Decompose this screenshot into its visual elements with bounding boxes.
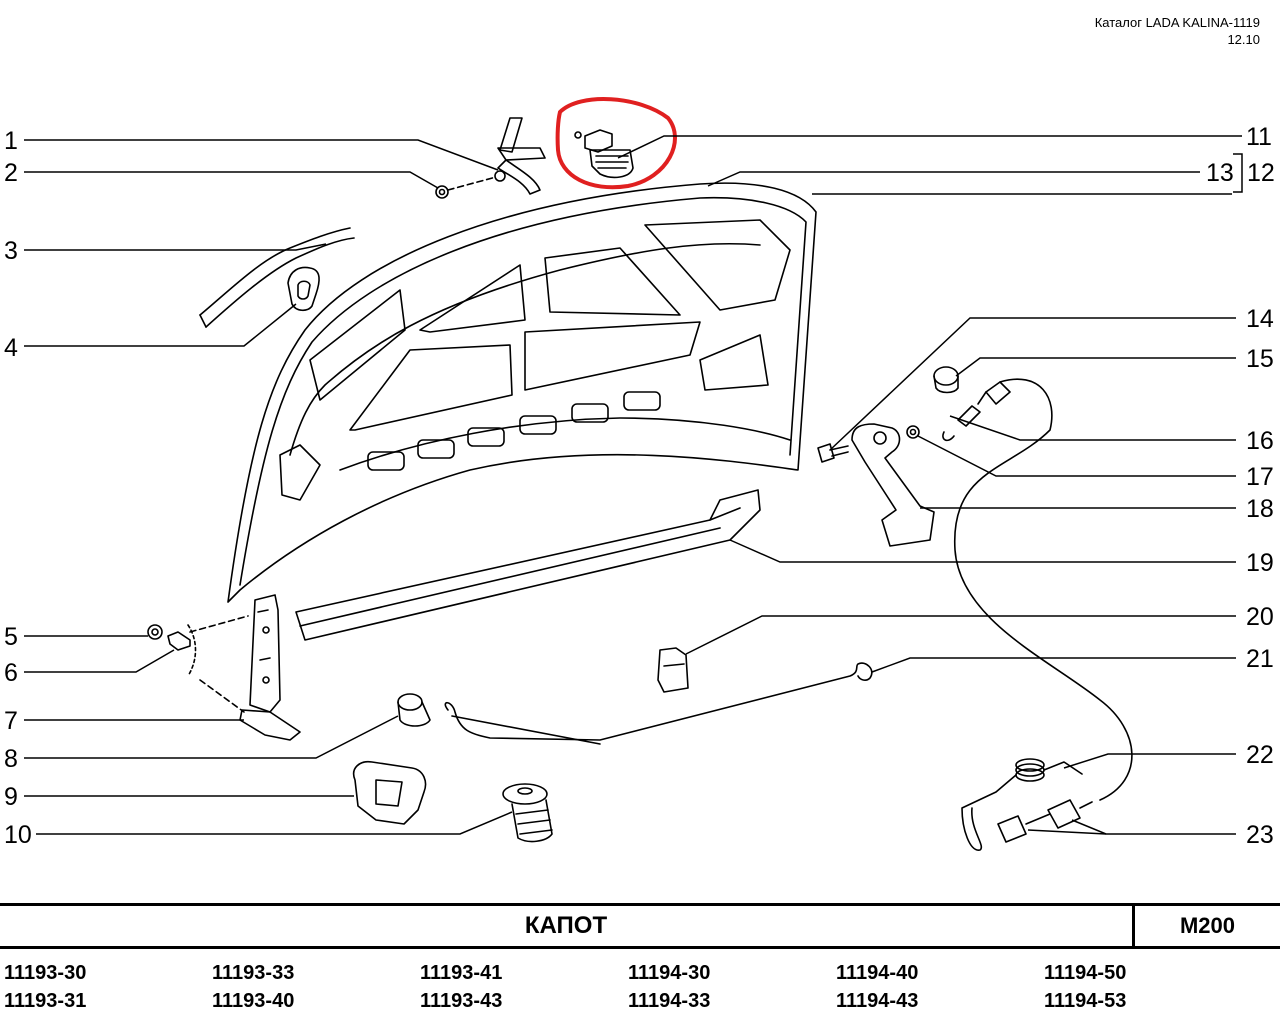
- latch-spacer: [906, 425, 920, 439]
- model-code: 11193-43: [420, 990, 503, 1012]
- bracket-dash-line: [199, 679, 245, 713]
- callout-8: 8: [4, 745, 18, 773]
- leader-23a: [1071, 819, 1236, 835]
- leader-11: [617, 135, 1242, 159]
- hood-hinge-bracket: [494, 117, 546, 195]
- leader-2: [24, 171, 439, 189]
- release-cable-end: [942, 378, 1133, 801]
- title-row: КАПОТ M200: [0, 903, 1280, 949]
- bolt-dash-line: [189, 615, 249, 633]
- leader-3: [24, 243, 327, 251]
- model-code: 11193-31: [4, 990, 87, 1012]
- catalog-header: Каталог LADA KALINA-1119 12.10: [1095, 14, 1260, 48]
- bracket-12-13: [1233, 153, 1243, 193]
- hood-hinge: [239, 594, 301, 741]
- rubber-stop: [933, 366, 959, 394]
- leader-8: [24, 715, 399, 759]
- callout-10: 10: [4, 821, 32, 849]
- model-column: 11193-30 11193-31: [4, 959, 86, 1015]
- bump-stop-buffer: [397, 693, 431, 727]
- model-column: 11194-50 11194-53: [1044, 959, 1126, 1015]
- callout-16: 16: [1246, 427, 1274, 455]
- leader-21: [871, 657, 1236, 673]
- callout-18: 18: [1246, 495, 1274, 523]
- model-column: 11194-30 11194-33: [628, 959, 710, 1015]
- latch-bolt: [817, 443, 849, 463]
- leader-15: [955, 357, 1236, 377]
- leader-4: [24, 303, 297, 347]
- nut-dash-line: [447, 176, 497, 191]
- leader-6: [24, 649, 175, 673]
- section-code: M200: [1132, 906, 1280, 946]
- model-code: 11194-40: [836, 962, 919, 984]
- callout-6: 6: [4, 659, 18, 687]
- callout-4: 4: [4, 334, 18, 362]
- hood-panel: [227, 182, 817, 603]
- callout-13: 13: [1206, 159, 1234, 187]
- callout-23: 23: [1246, 821, 1274, 849]
- catalog-date: 12.10: [1227, 32, 1260, 47]
- rod-holder-clip: [657, 647, 689, 693]
- callout-20: 20: [1246, 603, 1274, 631]
- model-code: 11194-53: [1044, 990, 1127, 1012]
- leader-17: [917, 435, 1236, 477]
- model-code: 11194-43: [836, 990, 919, 1012]
- callout-1: 1: [4, 127, 18, 155]
- hinge-nut: [435, 185, 449, 199]
- title-block: КАПОТ M200 11193-30 11193-31 11193-33 11…: [0, 903, 1280, 1019]
- hood-bump-stop: [574, 129, 634, 179]
- model-column: 11193-41 11193-43: [420, 959, 502, 1015]
- callout-3: 3: [4, 237, 18, 265]
- model-code: 11193-41: [420, 962, 503, 984]
- model-list: 11193-30 11193-31 11193-33 11193-40 1119…: [0, 949, 1280, 1019]
- leader-22: [1063, 753, 1236, 769]
- rod-holder: [353, 760, 427, 825]
- latch-spring: [961, 758, 1083, 851]
- callout-5: 5: [4, 623, 18, 651]
- hood-reinforcement: [295, 489, 761, 641]
- hood-prop-rod: [444, 662, 873, 745]
- hood-seal-strip: [199, 227, 355, 328]
- model-code: 11194-33: [628, 990, 711, 1012]
- model-column: 11194-40 11194-43: [836, 959, 918, 1015]
- callout-17: 17: [1246, 463, 1274, 491]
- callout-21: 21: [1246, 645, 1274, 673]
- callout-19: 19: [1246, 549, 1274, 577]
- model-code: 11193-33: [212, 962, 295, 984]
- callout-11: 11: [1246, 123, 1272, 151]
- leader-1: [24, 139, 499, 171]
- callout-7: 7: [4, 707, 18, 735]
- callout-22: 22: [1246, 741, 1274, 769]
- callout-9: 9: [4, 783, 18, 811]
- leader-23b: [1027, 829, 1107, 835]
- height-adjuster: [502, 783, 553, 843]
- hood-latch-handle: [851, 423, 935, 547]
- model-code: 11193-30: [4, 962, 87, 984]
- leader-16: [949, 415, 1236, 441]
- model-code: 11193-40: [212, 990, 295, 1012]
- leader-13: [707, 171, 1200, 187]
- callout-14: 14: [1246, 305, 1274, 333]
- section-title: КАПОТ: [524, 912, 608, 939]
- callout-12: 12: [1247, 159, 1275, 187]
- cable-terminals: [997, 799, 1093, 843]
- hinge-bolt: [147, 624, 163, 640]
- catalog-name: Каталог LADA KALINA-1119: [1094, 15, 1260, 30]
- model-code: 11194-30: [628, 962, 711, 984]
- exploded-diagram: 1 2 3 4 5 6 7 8 9 10 11 12 13 14 15 16 1…: [4, 97, 1275, 851]
- leader-19: [729, 539, 1236, 563]
- seal-clip: [287, 266, 320, 312]
- leader-10: [36, 811, 513, 835]
- model-code: 11194-50: [1044, 962, 1127, 984]
- highlight-circle: [555, 97, 677, 190]
- leader-20: [685, 615, 1236, 655]
- model-column: 11193-33 11193-40: [212, 959, 294, 1015]
- hinge-washer: [167, 631, 191, 651]
- bolt-guide-arc: [187, 624, 197, 677]
- leader-14: [829, 317, 1236, 451]
- callout-15: 15: [1246, 345, 1274, 373]
- callout-2: 2: [4, 159, 18, 187]
